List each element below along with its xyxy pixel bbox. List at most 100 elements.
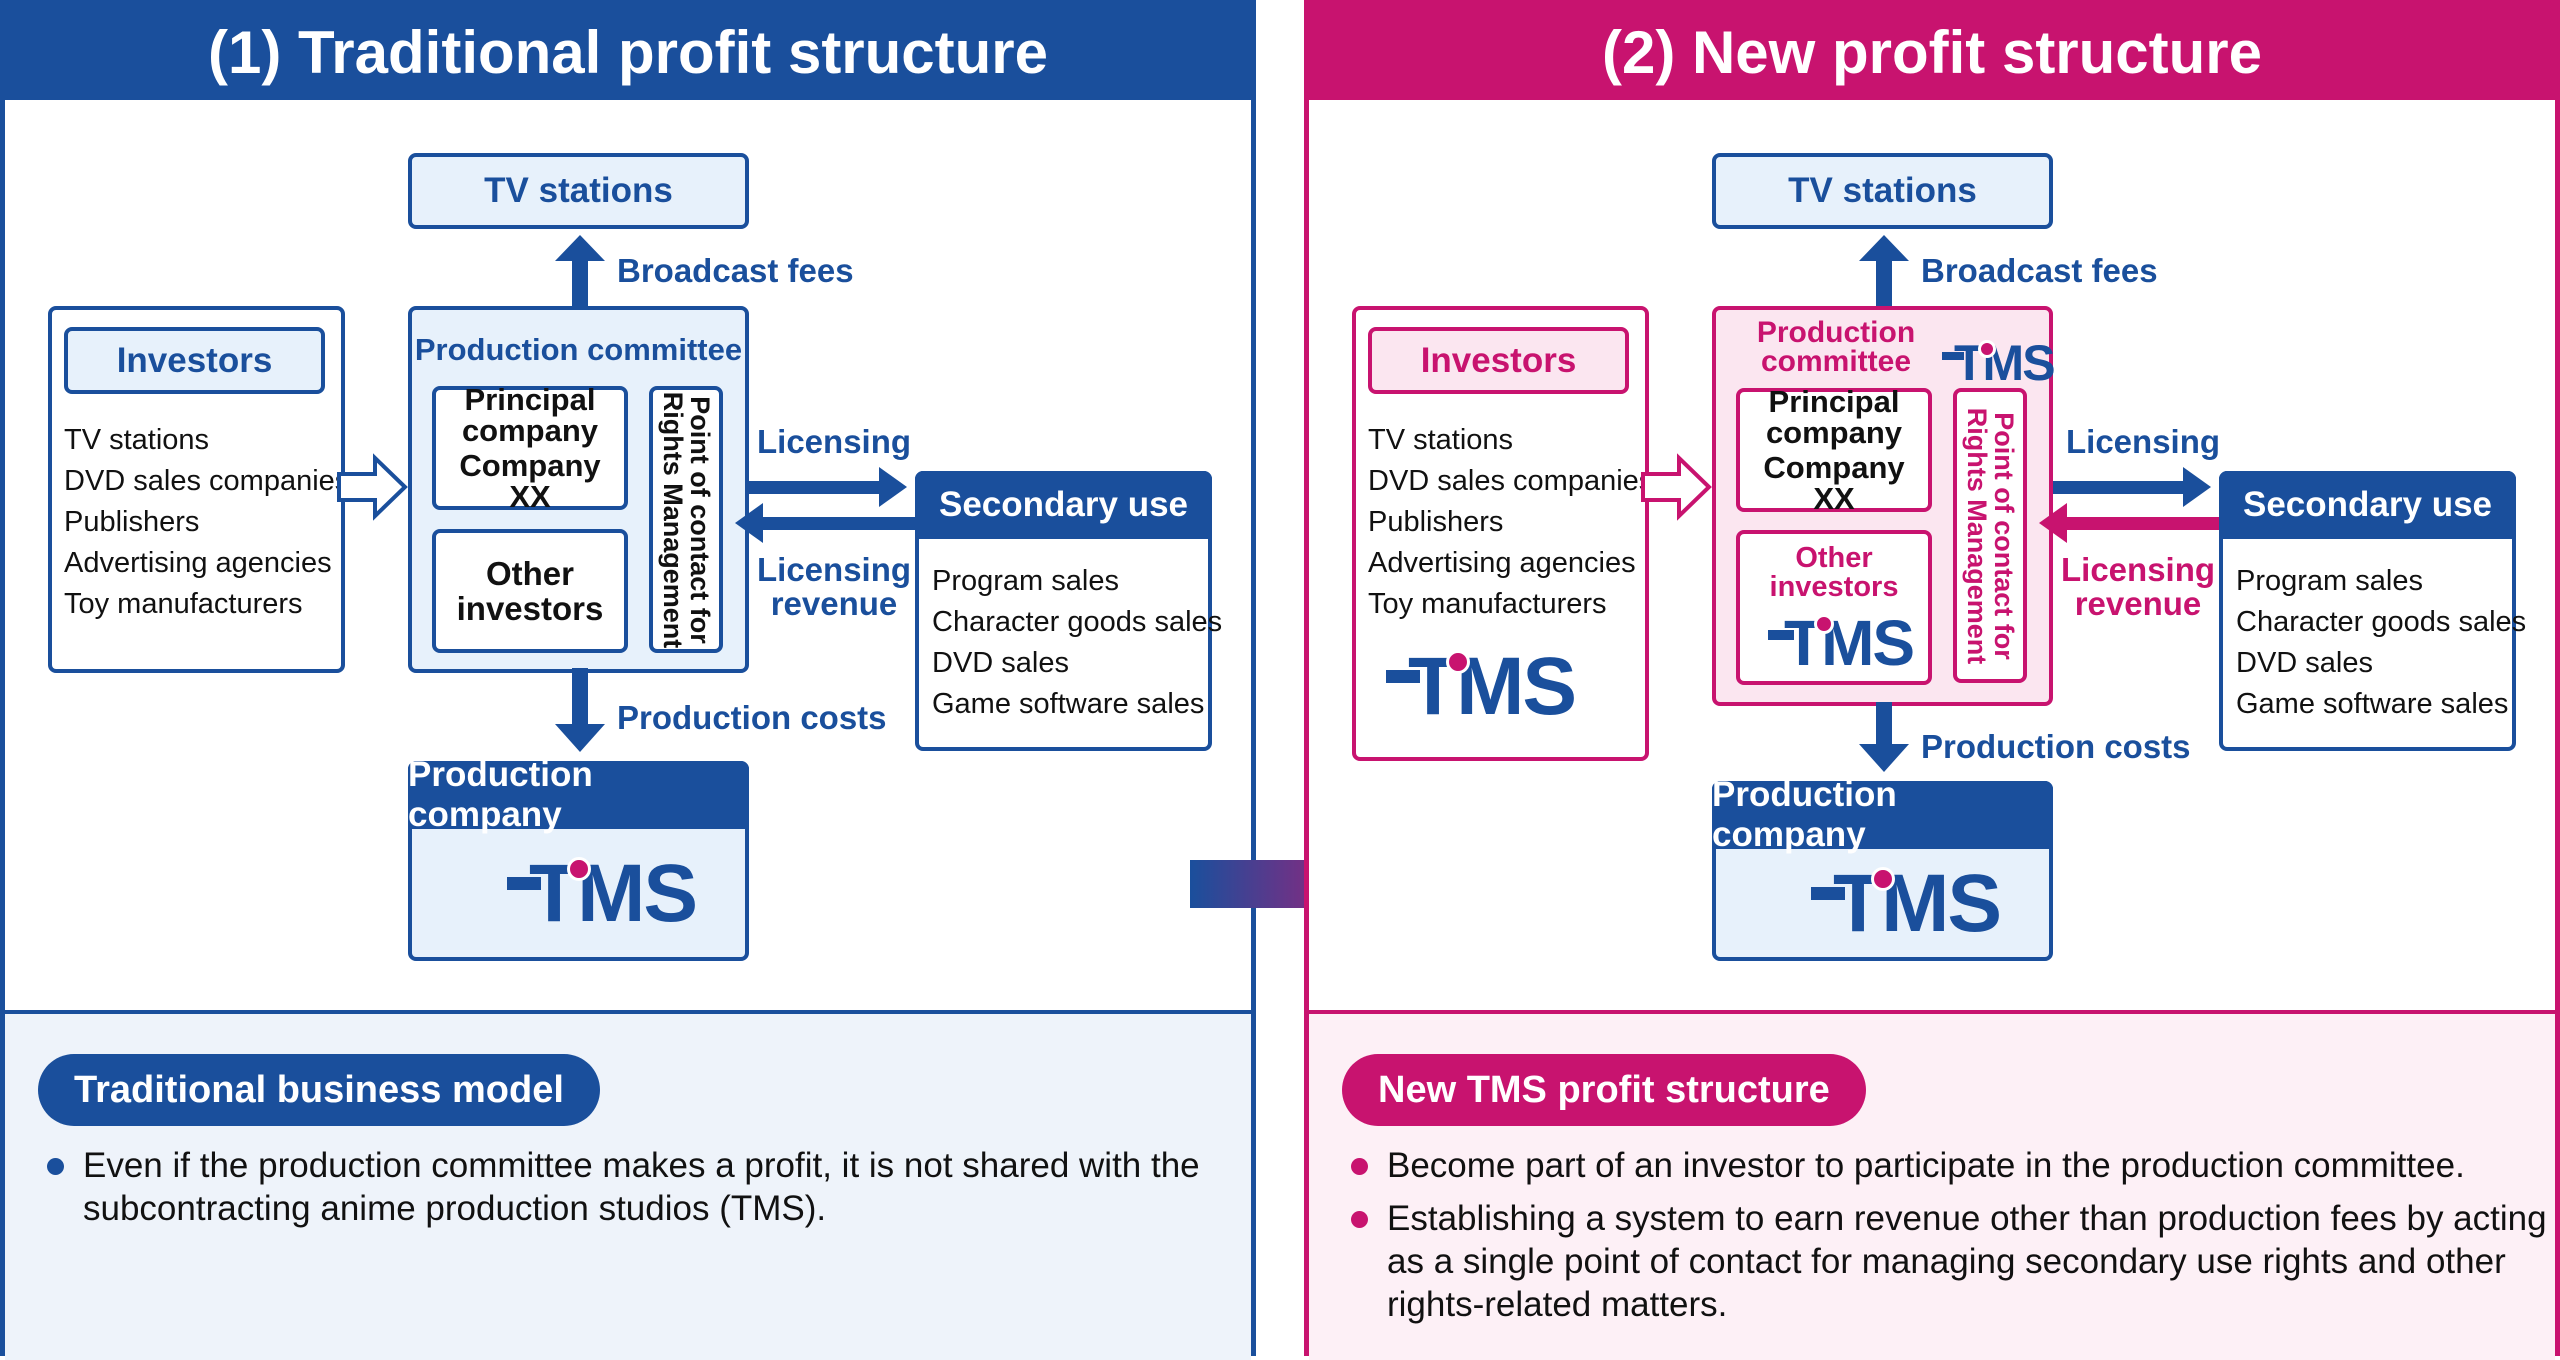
production-committee-box: Production committee Principal company C… bbox=[1712, 306, 2056, 706]
tv-stations-label: TV stations bbox=[484, 171, 673, 210]
tms-logo-text: TMS bbox=[1784, 607, 1915, 679]
summary-area: Traditional business model Even if the p… bbox=[5, 1010, 1251, 1360]
tms-logo-text: TMS bbox=[1408, 641, 1577, 732]
production-company-title: Production company bbox=[1712, 775, 2053, 854]
licensing-revenue-line: revenue bbox=[770, 585, 898, 622]
licensing-revenue-line: Licensing bbox=[757, 551, 912, 588]
secondary-use-box: Secondary use Program sales Character go… bbox=[915, 471, 1222, 751]
production-costs-label: Production costs bbox=[617, 699, 887, 736]
production-committee-title: Production committee bbox=[1716, 316, 1956, 377]
principal-company-line: company bbox=[1765, 415, 1903, 450]
principal-company-box: Principal company Company XX bbox=[432, 384, 628, 514]
rights-contact-line: Point of contact for bbox=[685, 395, 715, 644]
principal-company-line: Company XX bbox=[1763, 450, 1905, 516]
principal-company-box: Principal company Company XX bbox=[1736, 384, 1932, 516]
tms-logo-text: TMS bbox=[529, 848, 698, 939]
investors-box: Investors TV stations DVD sales companie… bbox=[48, 306, 349, 673]
summary-area: New TMS profit structure Become part of … bbox=[1309, 1010, 2555, 1360]
secondary-use-title: Secondary use bbox=[2219, 471, 2516, 539]
secondary-use-box: Secondary use Program sales Character go… bbox=[2219, 471, 2526, 751]
production-committee-box: Production committee Principal company C… bbox=[408, 306, 749, 673]
principal-company-line: Principal bbox=[1768, 384, 1900, 419]
investor-item: Toy manufacturers bbox=[1368, 588, 1607, 620]
traditional-structure-panel: (1) Traditional profit structure TV stat… bbox=[0, 0, 1256, 1360]
licensing-arrow bbox=[2053, 467, 2211, 507]
tms-logo: TMS bbox=[1386, 642, 1577, 732]
tms-logo: TMS bbox=[1811, 859, 2002, 949]
investor-item: Advertising agencies bbox=[1368, 547, 1636, 579]
tms-logo: TMS bbox=[1768, 608, 1915, 678]
investor-item: Publishers bbox=[1368, 506, 1504, 538]
panel-title: (1) Traditional profit structure bbox=[5, 5, 1251, 100]
production-costs-arrow bbox=[555, 668, 605, 752]
investors-title: Investors bbox=[116, 340, 273, 380]
tms-logo: TMS bbox=[1942, 336, 2056, 390]
other-investors-line: Other bbox=[1795, 542, 1873, 574]
broadcast-fees-arrow bbox=[1859, 235, 1909, 315]
tms-logo-text: TMS bbox=[1954, 335, 2056, 391]
investors-title-box: Investors bbox=[64, 327, 325, 394]
licensing-revenue-line: revenue bbox=[2074, 585, 2202, 622]
production-company-box: Production company TMS bbox=[408, 755, 749, 961]
rights-contact-box: Point of contact for Rights Management bbox=[1953, 388, 2027, 683]
principal-company-line: company bbox=[461, 413, 599, 448]
production-company-box: Production company TMS bbox=[1712, 775, 2053, 961]
secondary-use-title: Secondary use bbox=[915, 471, 1212, 539]
licensing-revenue-line: Licensing bbox=[2061, 551, 2216, 588]
licensing-label: Licensing bbox=[2066, 423, 2221, 460]
licensing-revenue-arrow bbox=[735, 503, 921, 543]
summary-title: New TMS profit structure bbox=[1342, 1054, 1866, 1126]
tms-logo: TMS bbox=[507, 849, 698, 939]
new-structure-panel: (2) New profit structure TV stations Bro… bbox=[1304, 0, 2560, 1360]
investor-item: TV stations bbox=[1368, 424, 1514, 456]
secondary-use-item: Program sales bbox=[2236, 565, 2423, 597]
broadcast-fees-arrow bbox=[555, 235, 605, 315]
tv-stations-label: TV stations bbox=[1788, 171, 1977, 210]
rights-contact-line: Point of contact for bbox=[1989, 411, 2019, 660]
summary-bullets: Even if the production committee makes a… bbox=[45, 1144, 1253, 1240]
tv-stations-box: TV stations bbox=[408, 153, 749, 229]
investment-arrow bbox=[337, 453, 408, 521]
production-committee-title: Production committee bbox=[414, 332, 743, 367]
other-investors-box: Other investors bbox=[432, 529, 628, 653]
principal-company-line: Company XX bbox=[459, 448, 601, 514]
investment-arrow bbox=[1641, 453, 1712, 521]
tms-logo-text: TMS bbox=[1833, 858, 2002, 949]
investor-item: Advertising agencies bbox=[64, 547, 332, 579]
investors-title: Investors bbox=[1420, 340, 1577, 380]
investor-item: DVD sales companies bbox=[64, 465, 350, 497]
summary-bullet: Establishing a system to earn revenue ot… bbox=[1349, 1197, 2557, 1326]
summary-title: Traditional business model bbox=[38, 1054, 600, 1126]
summary-bullet: Even if the production committee makes a… bbox=[45, 1144, 1253, 1230]
licensing-label: Licensing bbox=[757, 423, 912, 460]
production-costs-label: Production costs bbox=[1921, 728, 2191, 765]
production-costs-arrow bbox=[1859, 702, 1909, 772]
secondary-use-item: Game software sales bbox=[2236, 688, 2509, 720]
investors-list: TV stations DVD sales companies Publishe… bbox=[64, 420, 349, 625]
licensing-revenue-label: Licensing revenue bbox=[2061, 553, 2215, 621]
investors-list: TV stations DVD sales companies Publishe… bbox=[1368, 420, 1653, 625]
other-investors-box: Other investors TMS bbox=[1736, 530, 1932, 685]
secondary-use-item: Program sales bbox=[932, 565, 1119, 597]
production-company-title: Production company bbox=[408, 755, 749, 834]
licensing-revenue-label: Licensing revenue bbox=[757, 553, 911, 621]
licensing-revenue-arrow bbox=[2039, 503, 2225, 543]
panel-title: (2) New profit structure bbox=[1309, 5, 2555, 100]
other-investors-line: investors bbox=[1769, 571, 1899, 603]
rights-contact-line: Rights Management bbox=[658, 391, 688, 648]
secondary-use-item: DVD sales bbox=[932, 647, 1069, 679]
summary-bullets: Become part of an investor to participat… bbox=[1349, 1144, 2557, 1336]
rights-contact-line: Rights Management bbox=[1962, 407, 1992, 664]
summary-bullet: Become part of an investor to participat… bbox=[1349, 1144, 2557, 1187]
investors-box: Investors TV stations DVD sales companie… bbox=[1352, 306, 1653, 761]
secondary-use-list: Program sales Character goods sales DVD … bbox=[932, 561, 1222, 725]
other-investors-line: investors bbox=[456, 590, 604, 627]
production-committee-line: Production bbox=[1756, 316, 1916, 349]
rights-contact-box: Point of contact for Rights Management bbox=[649, 386, 723, 653]
investor-item: Publishers bbox=[64, 506, 200, 538]
investor-item: TV stations bbox=[64, 424, 210, 456]
secondary-use-item: Character goods sales bbox=[932, 606, 1223, 638]
secondary-use-item: Game software sales bbox=[932, 688, 1205, 720]
secondary-use-item: DVD sales bbox=[2236, 647, 2373, 679]
licensing-arrow bbox=[749, 467, 907, 507]
